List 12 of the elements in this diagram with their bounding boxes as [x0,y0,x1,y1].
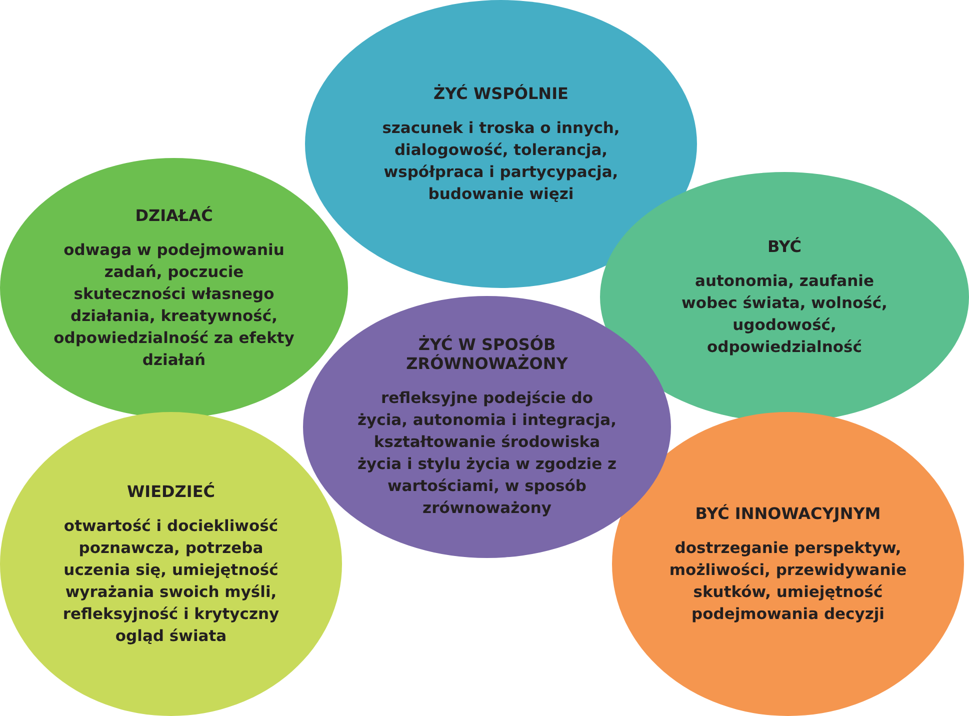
ellipse-heading: BYĆ INNOWACYJNYM [695,504,881,522]
ellipse-heading: ŻYĆ WSPÓLNIE [434,84,568,102]
ellipse-text: refleksyjne podejście do życia, autonomia i integracja, kształtowanie środowiska życia i stylu życia w zgodzie z wartościami, w sposób zrównoważony [356,388,618,519]
ellipse-heading: BYĆ [767,236,802,256]
ellipse-text: otwartość i dociekliwość poznawcza, potrzeba uczenia się, umiejętność wyrażania swoich myśli, refleksyjność i krytyczny ogląd świata [62,516,280,646]
ellipse-text: szacunek i troska o innych, dialogowość, tolerancja, współpraca i partycypacja, budowanie więzi [381,118,621,204]
ellipse-heading: ŻYĆ W SPOSÓB ZRÓWNOWAŻONY [405,335,569,373]
ellipse-text: odwaga w podejmowaniu zadań, poczucie skuteczności własnego działania, kreatywność, odpowiedzialność za efekty działań [52,240,296,370]
ellipse-heading: WIEDZIEĆ [126,482,216,500]
ellipse-text: autonomia, zaufanie wobec świata, wolność, ugodowość, odpowiedzialność [680,270,888,358]
ellipse-heading: DZIAŁAĆ [135,206,213,224]
ellipse-text: dostrzeganie perspektyw, możliwości, przewidywanie skutków, umiejętność podejmowania decyzji [668,538,908,624]
